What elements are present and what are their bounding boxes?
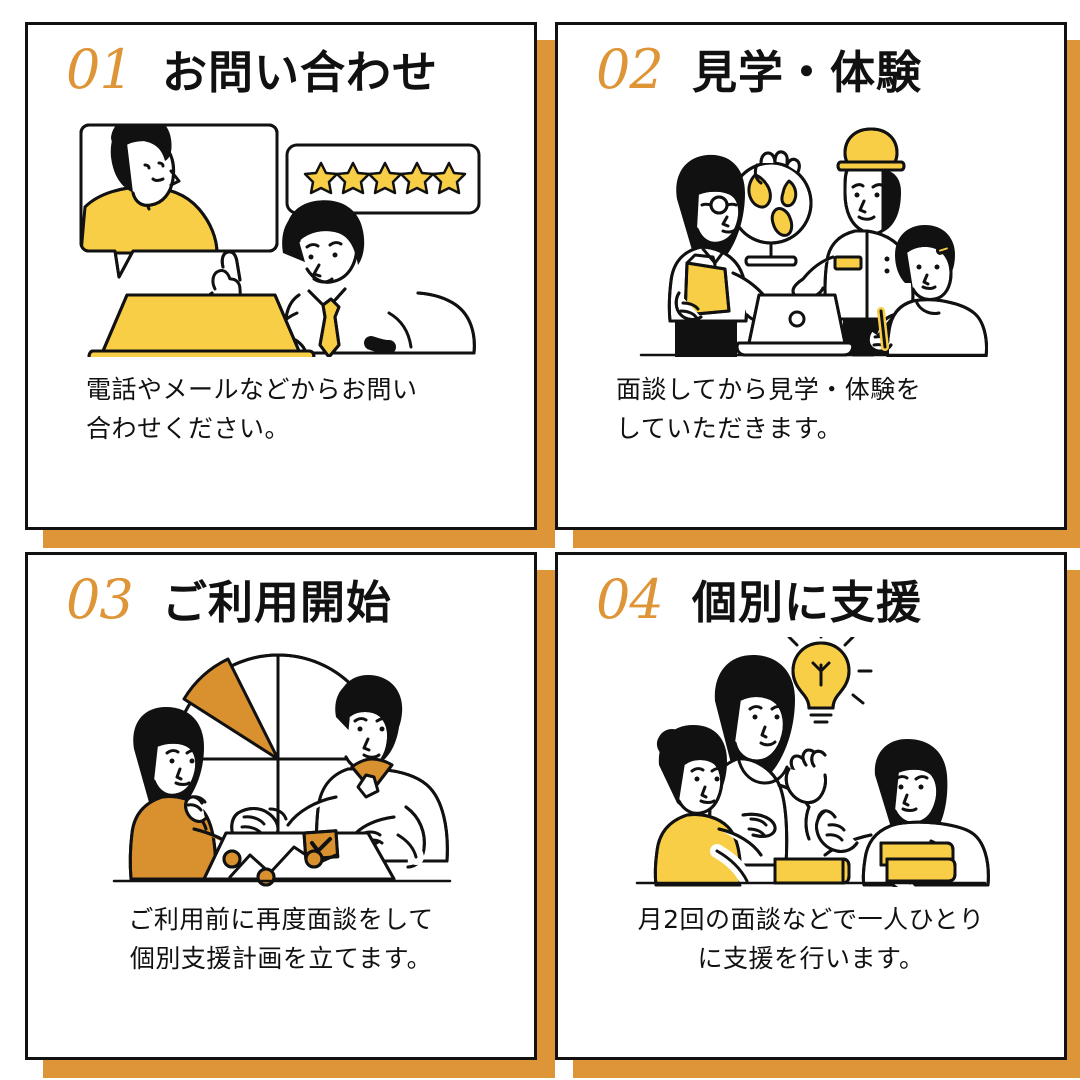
description-line: ご利用前に再度面談をして (128, 905, 434, 934)
step-number: 02 (596, 38, 664, 101)
card-header: 04 個別に支援 (558, 555, 1064, 627)
woman-in-orange-sweater (128, 707, 236, 881)
step-number: 01 (66, 38, 134, 101)
laptop (87, 293, 316, 357)
illustration-tour (596, 107, 1026, 357)
description-line: 個別支援計画を立てます。 (129, 943, 433, 973)
step-title: お問い合わせ (162, 46, 439, 99)
illustration-start-service (66, 637, 496, 887)
seated-girl-with-pencil (866, 225, 988, 357)
step-description: ご利用前に再度面談をして 個別支援計画を立てます。 (28, 901, 534, 979)
card-body: 02 見学・体験 (555, 22, 1067, 530)
card-header: 02 見学・体験 (558, 25, 1064, 97)
step-title: 個別に支援 (692, 576, 923, 629)
description-line: 合わせください。 (86, 413, 291, 443)
card-header: 01 お問い合わせ (28, 25, 534, 97)
step-title: 見学・体験 (692, 46, 923, 99)
book-on-table (773, 857, 851, 885)
step-title: ご利用開始 (162, 576, 393, 629)
man-typing-on-laptop (265, 200, 476, 357)
step-card-03[interactable]: 03 ご利用開始 (25, 552, 555, 1078)
card-body: 01 お問い合わせ (25, 22, 537, 530)
line-chart-document (202, 829, 396, 887)
video-call-speech-bubble (79, 123, 279, 279)
step-card-04[interactable]: 04 個別に支援 (555, 552, 1080, 1078)
description-line: に支援を行います。 (697, 943, 925, 973)
step-description: 電話やメールなどからお問い 合わせください。 (28, 371, 534, 449)
card-body: 04 個別に支援 (555, 552, 1067, 1060)
stacked-books (879, 841, 957, 883)
card-body: 03 ご利用開始 (25, 552, 537, 1060)
step-number: 04 (596, 568, 664, 631)
description-line: していただきます。 (616, 413, 843, 443)
illustration-individual-support (596, 637, 1026, 887)
illustration-contact (66, 107, 496, 357)
step-description: 面談してから見学・体験を していただきます。 (558, 371, 1064, 449)
description-line: 月2回の面談などで一人ひとり (637, 905, 985, 934)
step-card-01[interactable]: 01 お問い合わせ (25, 22, 555, 548)
girl-in-yellow-shirt (653, 725, 777, 887)
woman-with-glasses-holding-folder (667, 154, 773, 357)
description-line: 電話やメールなどからお問い (86, 375, 418, 404)
laptop (735, 293, 855, 357)
card-header: 03 ご利用開始 (28, 555, 534, 627)
step-card-02[interactable]: 02 見学・体験 (555, 22, 1080, 548)
step-number: 03 (66, 568, 134, 631)
description-line: 面談してから見学・体験を (616, 375, 922, 404)
step-description: 月2回の面談などで一人ひとり に支援を行います。 (558, 901, 1064, 979)
